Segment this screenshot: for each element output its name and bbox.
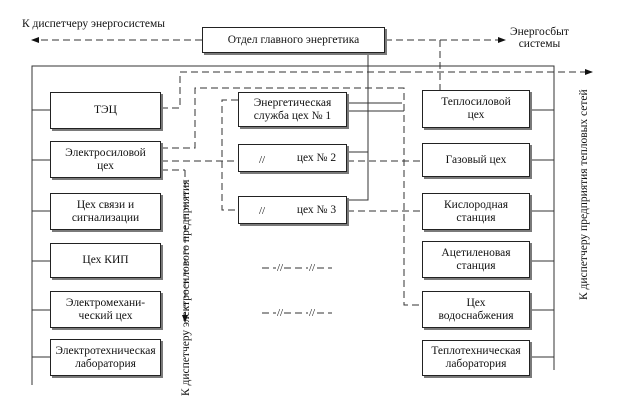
right-box-gas-label: Газовый цех xyxy=(445,153,507,166)
left-box-communication-label: Цех связи и сигнализации xyxy=(71,198,140,224)
right-box-oxygen: Кислородная станция xyxy=(422,193,530,230)
label-dispatcher-energy-system: К диспетчеру энергосистемы xyxy=(22,18,165,30)
label-energy-sales: Энергосбыт системы xyxy=(510,26,569,50)
left-box-electrotech-lab-label: Электротехническая лаборатория xyxy=(55,344,156,370)
right-box-acetylene-label: Ацетиленовая станция xyxy=(441,246,511,272)
middle-box-service-1-label: Энергетическая служба цех № 1 xyxy=(253,96,332,122)
middle-gap-mark-shop-3: // xyxy=(258,205,267,217)
right-box-heat-power: Теплосиловой цех xyxy=(422,90,530,128)
left-box-tec: ТЭЦ xyxy=(50,92,161,129)
right-box-heat-lab-label: Теплотехническая лаборатория xyxy=(431,345,521,370)
right-box-heat-lab: Теплотехническая лаборатория xyxy=(422,340,530,376)
right-box-gas: Газовый цех xyxy=(422,143,530,177)
middle-gap-mark-b1: // xyxy=(276,307,285,319)
left-box-kip-label: Цех КИП xyxy=(82,254,129,266)
left-box-electromechanical: Электромехани- ческий цех xyxy=(50,291,161,328)
outer-frame-line xyxy=(31,65,555,385)
middle-box-shop-2-label: цех № 2 xyxy=(296,151,337,164)
left-box-electrotech-lab: Электротехническая лаборатория xyxy=(50,339,161,376)
left-box-tec-label: ТЭЦ xyxy=(94,104,117,116)
middle-gap-mark-b2: // xyxy=(308,307,317,319)
left-box-electric-shop: Электросиловой цех xyxy=(50,141,161,178)
right-box-oxygen-label: Кислородная станция xyxy=(444,198,508,224)
middle-gap-mark-a2: // xyxy=(308,262,317,274)
right-box-water-supply: Цех водоснабжения xyxy=(422,291,530,328)
middle-box-service-1: Энергетическая служба цех № 1 xyxy=(238,92,347,127)
middle-box-shop-2: цех № 2 xyxy=(238,144,347,172)
label-dispatcher-heat-networks: К диспетчеру предприятия тепловых сетей xyxy=(578,89,590,300)
right-box-water-supply-label: Цех водоснабжения xyxy=(438,296,514,322)
left-box-electromechanical-label: Электромехани- ческий цех xyxy=(65,296,146,322)
label-dispatcher-electric: К диспетчеру электросилового предприятия xyxy=(180,179,192,396)
head-energy-department-label: Отдел главного энергетика xyxy=(227,33,360,46)
connector-head-service xyxy=(347,52,369,201)
middle-gap-mark-a1: // xyxy=(276,262,285,274)
right-box-heat-power-label: Теплосиловой цех xyxy=(441,96,511,121)
middle-box-shop-3-label: цех № 3 xyxy=(296,203,337,216)
right-box-acetylene: Ацетиленовая станция xyxy=(422,241,530,278)
left-box-communication: Цех связи и сигнализации xyxy=(50,193,161,230)
head-energy-department-box: Отдел главного энергетика xyxy=(202,27,385,53)
middle-gap-mark-shop-2: // xyxy=(258,154,267,166)
middle-box-shop-3: цех № 3 xyxy=(238,196,347,224)
left-box-kip: Цех КИП xyxy=(50,243,161,278)
left-box-electric-shop-label: Электросиловой цех xyxy=(65,146,146,172)
